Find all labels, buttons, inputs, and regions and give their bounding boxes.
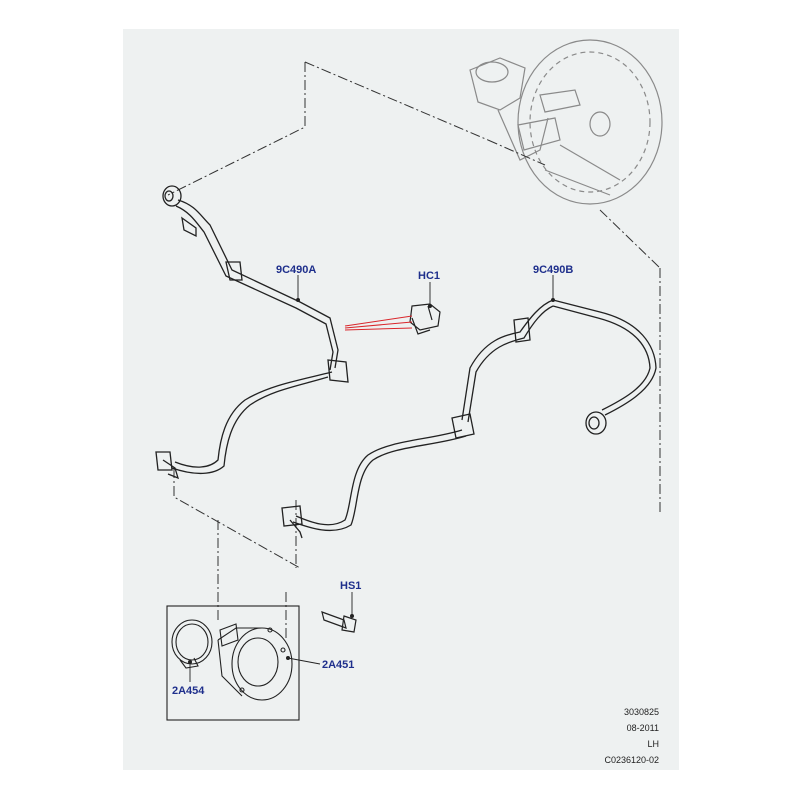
callout-9c490a: 9C490A (276, 264, 316, 276)
callout-hc1: HC1 (418, 270, 440, 282)
reference-side: LH (647, 739, 659, 749)
callout-leaders (189, 275, 554, 682)
pump-group (166, 605, 300, 721)
callout-9c490b: 9C490B (533, 264, 573, 276)
vacuum-pipe-9c490b (281, 299, 657, 539)
callout-hs1: HS1 (340, 580, 361, 592)
reference-code: C0236120-02 (604, 755, 659, 765)
alignment-leaders (344, 315, 413, 331)
bolt-hs1 (321, 611, 357, 633)
hose-clip-hc1 (409, 303, 441, 335)
diagram-panel (123, 29, 679, 770)
brake-booster (469, 39, 663, 205)
callout-2a451: 2A451 (322, 659, 354, 671)
callout-2a454: 2A454 (172, 685, 205, 697)
reference-number: 3030825 (624, 707, 659, 717)
reference-date: 08-2011 (627, 723, 659, 733)
construction-lines (167, 61, 661, 640)
leader-dots (188, 298, 555, 664)
vacuum-pipe-9c490a (155, 185, 349, 480)
